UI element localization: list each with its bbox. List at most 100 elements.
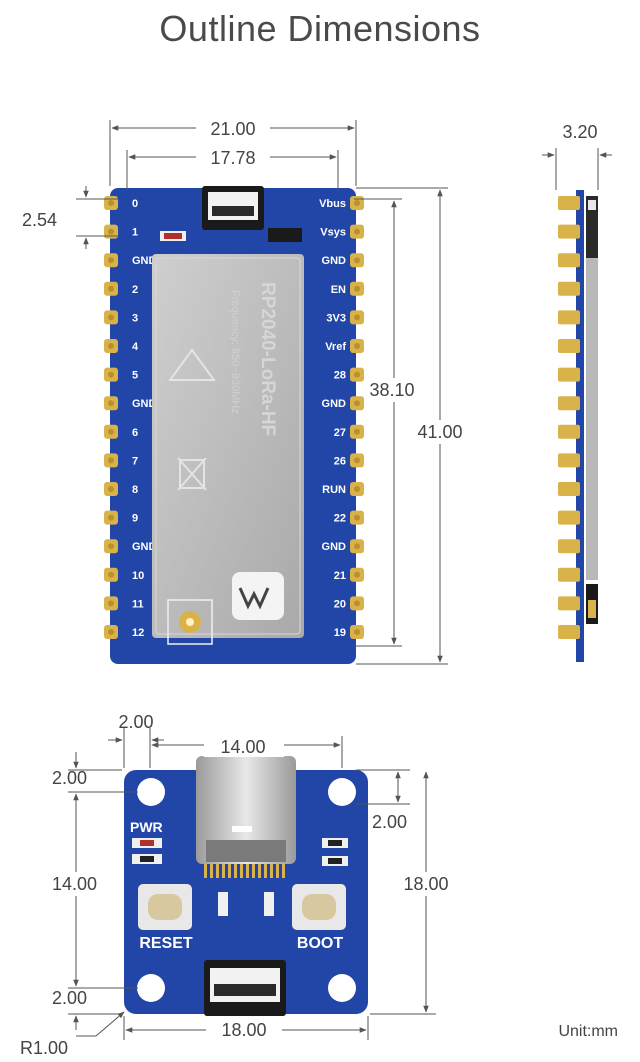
lora-module-shield — [152, 254, 304, 638]
usb-pin-13 — [282, 864, 285, 878]
pin-label-right-3: EN — [331, 284, 346, 296]
dim-hole-span-y: 14.00 — [52, 874, 97, 894]
pin-label-right-6: 28 — [334, 370, 346, 382]
pad-hole-right-8 — [354, 428, 360, 435]
pad-hole-left-1 — [108, 228, 114, 235]
weee-bin-icon — [179, 459, 205, 489]
pin-label-left-15: 12 — [132, 627, 144, 639]
dim-bottom-offset: 2.00 — [52, 988, 87, 1008]
lora-module-frequency: Frequency: 850~930MHz — [229, 290, 241, 414]
pad-hole-left-13 — [108, 571, 114, 578]
mount-hole-br — [328, 974, 356, 1002]
pin-label-right-8: 27 — [334, 427, 346, 439]
unit-label: Unit:mm — [558, 1023, 618, 1040]
pad-hole-left-6 — [108, 371, 114, 378]
side-pad-5 — [558, 339, 580, 353]
side-pad-7 — [558, 396, 580, 411]
page-title: Outline Dimensions — [159, 8, 481, 49]
dim-pin-pitch: 2.54 — [22, 210, 57, 230]
side-pad-8 — [558, 424, 580, 439]
pin-label-left-7: GND — [132, 398, 157, 410]
pad-hole-right-9 — [354, 457, 360, 464]
pad-hole-left-4 — [108, 314, 114, 321]
usb-pin-11 — [270, 864, 273, 878]
pin-label-left-11: 9 — [132, 513, 138, 525]
pad-hole-left-7 — [108, 400, 114, 407]
pin-label-left-0: 0 — [132, 198, 138, 210]
usb-pin-6 — [240, 864, 243, 878]
dim-top-right-offset: 2.00 — [372, 812, 407, 832]
pin-label-left-2: GND — [132, 255, 157, 267]
pin-label-right-10: RUN — [322, 484, 346, 496]
usb-pin-0 — [204, 864, 207, 878]
side-pad-0 — [558, 196, 580, 210]
pad-hole-right-10 — [354, 486, 360, 492]
usb-pin-5 — [234, 864, 237, 878]
pad-hole-left-12 — [108, 543, 114, 550]
pin-label-right-15: 19 — [334, 627, 346, 639]
usb-pin-7 — [246, 864, 249, 878]
dim-board-width: 21.00 — [210, 119, 255, 139]
side-pad-12 — [558, 539, 580, 554]
usb-pin-1 — [210, 864, 213, 878]
pad-hole-right-12 — [354, 543, 360, 550]
side-pad-13 — [558, 567, 580, 582]
pin-label-left-3: 2 — [132, 284, 138, 296]
pin-label-right-2: GND — [322, 255, 347, 267]
pad-hole-right-11 — [354, 514, 360, 521]
pad-hole-right-13 — [354, 571, 360, 578]
mount-hole-tl — [137, 778, 165, 806]
mount-hole-bl — [137, 974, 165, 1002]
reset-label: RESET — [139, 935, 193, 952]
pin-label-right-12: GND — [322, 541, 347, 553]
pin-label-left-13: 10 — [132, 570, 144, 582]
pin-label-right-14: 20 — [334, 598, 346, 610]
dim-hole-span-x: 14.00 — [220, 737, 265, 757]
pad-hole-right-3 — [354, 285, 360, 292]
pad-hole-left-9 — [108, 457, 114, 464]
pad-hole-right-2 — [354, 257, 360, 264]
pad-hole-left-15 — [108, 629, 114, 635]
pin-label-left-10: 8 — [132, 484, 138, 496]
pin-label-left-4: 3 — [132, 312, 138, 324]
pad-hole-left-3 — [108, 285, 114, 292]
side-pad-11 — [558, 510, 580, 525]
pin-label-right-1: Vsys — [320, 227, 346, 239]
pin-label-right-13: 21 — [334, 570, 346, 582]
pad-hole-right-7 — [354, 400, 360, 407]
adapter-dimensions: 2.00 14.00 2.00 14.00 2.00 2.00 18.00 18… — [20, 712, 458, 1058]
adapter-pcb — [124, 770, 368, 1014]
side-pcb-edge — [576, 190, 584, 662]
boot-label: BOOT — [297, 935, 343, 952]
usb-pin-4 — [228, 864, 231, 878]
usb-pin-3 — [222, 864, 225, 878]
pad-hole-right-4 — [354, 314, 360, 321]
lora-module-label: RP2040-LoRa-HF — [257, 282, 278, 436]
pwr-label: PWR — [130, 819, 163, 835]
dim-adapter-width: 18.00 — [221, 1020, 266, 1040]
adapter-board: PWR RESET BOOT — [124, 756, 368, 1016]
mount-hole-tr — [328, 778, 356, 806]
dim-pin-span: 38.10 — [369, 380, 414, 400]
usb-pin-12 — [276, 864, 279, 878]
dim-corner-radius: R1.00 — [20, 1038, 68, 1058]
pad-hole-left-10 — [108, 486, 114, 492]
side-pad-2 — [558, 253, 580, 268]
main-board-dimensions: 21.00 17.78 2.54 38.10 41.00 — [22, 116, 472, 665]
usb-c-connector — [196, 756, 296, 864]
pin-label-left-9: 7 — [132, 455, 138, 467]
side-shield — [586, 258, 598, 580]
side-pad-15 — [558, 625, 580, 639]
right-pin-labels: VbusVsysGNDEN3V3Vref28GND2726RUN22GND212… — [319, 198, 346, 639]
side-pad-1 — [558, 224, 580, 239]
pad-hole-right-5 — [354, 343, 360, 349]
pin-label-left-12: GND — [132, 541, 157, 553]
usb-pin-2 — [216, 864, 219, 878]
usb-pin-8 — [252, 864, 255, 878]
dim-top-left-offset: 2.00 — [52, 768, 87, 788]
side-pad-9 — [558, 453, 580, 468]
dim-thickness: 3.20 — [562, 122, 597, 142]
pin-label-right-7: GND — [322, 398, 347, 410]
dim-adapter-height: 18.00 — [403, 874, 448, 894]
